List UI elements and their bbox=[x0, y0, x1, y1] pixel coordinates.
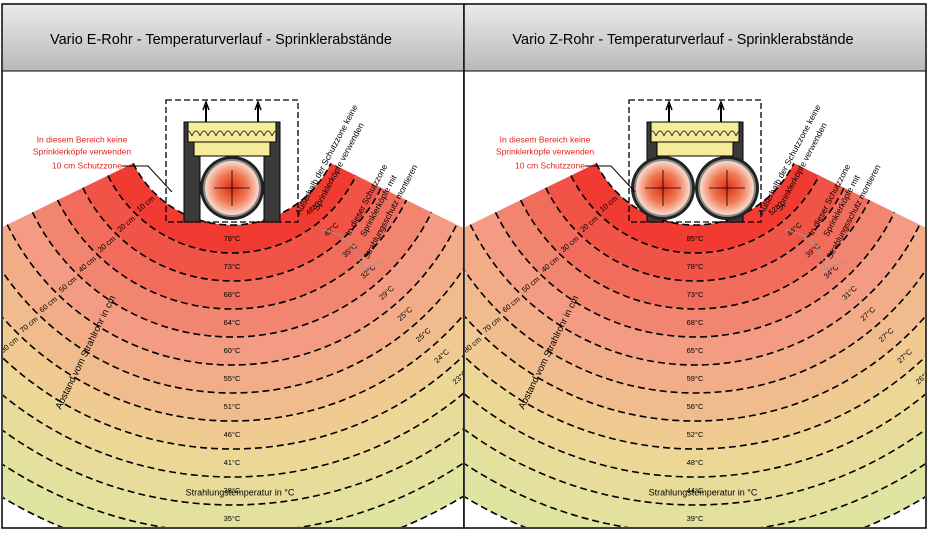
panel-header bbox=[3, 5, 463, 71]
note-leader bbox=[122, 165, 173, 193]
temperature-band bbox=[57, 187, 407, 309]
temperature-band bbox=[465, 357, 925, 477]
radiant-temp-label: 64°C bbox=[224, 318, 241, 327]
distance-ring bbox=[107, 175, 357, 254]
radiant-temp-label: 41°C bbox=[224, 458, 241, 467]
radiant-axis-label: Strahlungstemperatur in °C bbox=[649, 487, 758, 497]
equipment bbox=[165, 99, 299, 223]
distance-ring bbox=[3, 268, 463, 394]
distance-ring bbox=[3, 314, 463, 422]
temperature-band bbox=[465, 429, 925, 527]
panel-title: Vario E-Rohr - Temperaturverlauf - Sprin… bbox=[50, 32, 392, 48]
temperature-band bbox=[3, 429, 463, 527]
temperature-band bbox=[495, 200, 895, 337]
radiant-temp-label: 48°C bbox=[687, 458, 704, 467]
temperature-band bbox=[3, 393, 463, 505]
air-temp-label: 26°C bbox=[914, 368, 929, 386]
radiant-temp-label: 44°C bbox=[687, 486, 704, 495]
no-sprinkler-note: In diesem Bereich keine bbox=[500, 134, 591, 144]
temperature-band bbox=[465, 224, 925, 393]
radiant-temp-label: 65°C bbox=[687, 346, 704, 355]
panel-title: Vario Z-Rohr - Temperaturverlauf - Sprin… bbox=[512, 32, 853, 48]
temperature-band bbox=[520, 187, 870, 309]
distance-ring bbox=[519, 199, 871, 310]
distance-ring bbox=[31, 211, 433, 338]
panel-1: Vario E-Rohr - Temperaturverlauf - Sprin… bbox=[0, 3, 625, 529]
distance-ring bbox=[595, 162, 795, 226]
temperature-band bbox=[470, 212, 920, 365]
distance-ring bbox=[3, 428, 463, 506]
radiant-temp-label: 35°C bbox=[224, 514, 241, 523]
radiant-temp-label: 85°C bbox=[687, 234, 704, 243]
distance-ring bbox=[6, 224, 458, 366]
zone-bracket bbox=[784, 229, 846, 271]
distance-ring bbox=[132, 162, 332, 226]
distance-ring bbox=[465, 428, 925, 506]
temperature-band bbox=[570, 163, 820, 254]
equipment bbox=[628, 99, 762, 223]
temperature-band bbox=[3, 269, 463, 421]
temperature-band bbox=[465, 271, 925, 421]
hook-arrow-icon bbox=[202, 99, 210, 111]
temperature-band bbox=[32, 200, 432, 338]
distance-ring bbox=[494, 211, 896, 338]
radiant-temp-label: 38°C bbox=[224, 486, 241, 495]
radiant-temp-label: 51°C bbox=[224, 402, 241, 411]
panel-2: Vario Z-Rohr - Temperaturverlauf - Sprin… bbox=[463, 3, 929, 529]
temperature-band bbox=[465, 394, 925, 505]
distance-ring bbox=[570, 175, 820, 254]
radiant-temp-label: 39°C bbox=[687, 514, 704, 523]
radiant-temp-label: 73°C bbox=[224, 262, 241, 271]
insulation-coil bbox=[650, 121, 740, 143]
radiant-temp-label: 78°C bbox=[687, 262, 704, 271]
radiant-temp-label: 68°C bbox=[224, 290, 241, 299]
protection-zone-box bbox=[165, 99, 299, 223]
temperature-band bbox=[82, 175, 382, 281]
temperature-band bbox=[545, 175, 845, 281]
no-sprinkler-note: Sprinklerköpfe verwenden bbox=[33, 146, 132, 156]
protection-zone-label: 10 cm Schutzzone bbox=[52, 160, 122, 170]
zone-bracket bbox=[321, 229, 383, 271]
insulation-coil bbox=[187, 121, 277, 143]
radiant-temp-label: 73°C bbox=[687, 290, 704, 299]
radiant-axis-label: Strahlungstemperatur in °C bbox=[186, 487, 295, 497]
temperature-band bbox=[107, 163, 357, 253]
distance-ring bbox=[465, 269, 925, 394]
radiant-temp-label: 60°C bbox=[224, 346, 241, 355]
temperature-band bbox=[3, 356, 463, 477]
distance-label: 90 cm bbox=[0, 355, 1, 375]
insulation-layer bbox=[656, 141, 734, 157]
protection-zone-box bbox=[628, 99, 762, 223]
hook-arrow-icon bbox=[717, 99, 725, 111]
hook-arrow-icon bbox=[254, 99, 262, 111]
panel-header bbox=[465, 5, 925, 71]
radiant-temp-label: 59°C bbox=[687, 374, 704, 383]
distance-ring bbox=[469, 224, 921, 366]
temperature-band bbox=[3, 224, 463, 393]
temperature-band bbox=[7, 212, 457, 366]
distance-ring bbox=[465, 315, 925, 422]
radiant-temp-label: 56°C bbox=[687, 402, 704, 411]
radiant-temp-label: 78°C bbox=[224, 234, 241, 243]
distance-ring bbox=[56, 199, 408, 310]
temperature-band bbox=[3, 315, 463, 449]
no-sprinkler-note: In diesem Bereich keine bbox=[37, 134, 128, 144]
radiant-temp-label: 68°C bbox=[687, 318, 704, 327]
temperature-band bbox=[465, 316, 925, 449]
radiant-temp-label: 55°C bbox=[224, 374, 241, 383]
no-sprinkler-note: Sprinklerköpfe verwenden bbox=[496, 146, 595, 156]
note-leader bbox=[585, 165, 636, 193]
insulation-layer bbox=[193, 141, 271, 157]
protection-zone-label: 10 cm Schutzzone bbox=[515, 160, 585, 170]
hook-arrow-icon bbox=[665, 99, 673, 111]
radiant-temp-label: 52°C bbox=[687, 430, 704, 439]
radiant-temp-label: 46°C bbox=[224, 430, 241, 439]
